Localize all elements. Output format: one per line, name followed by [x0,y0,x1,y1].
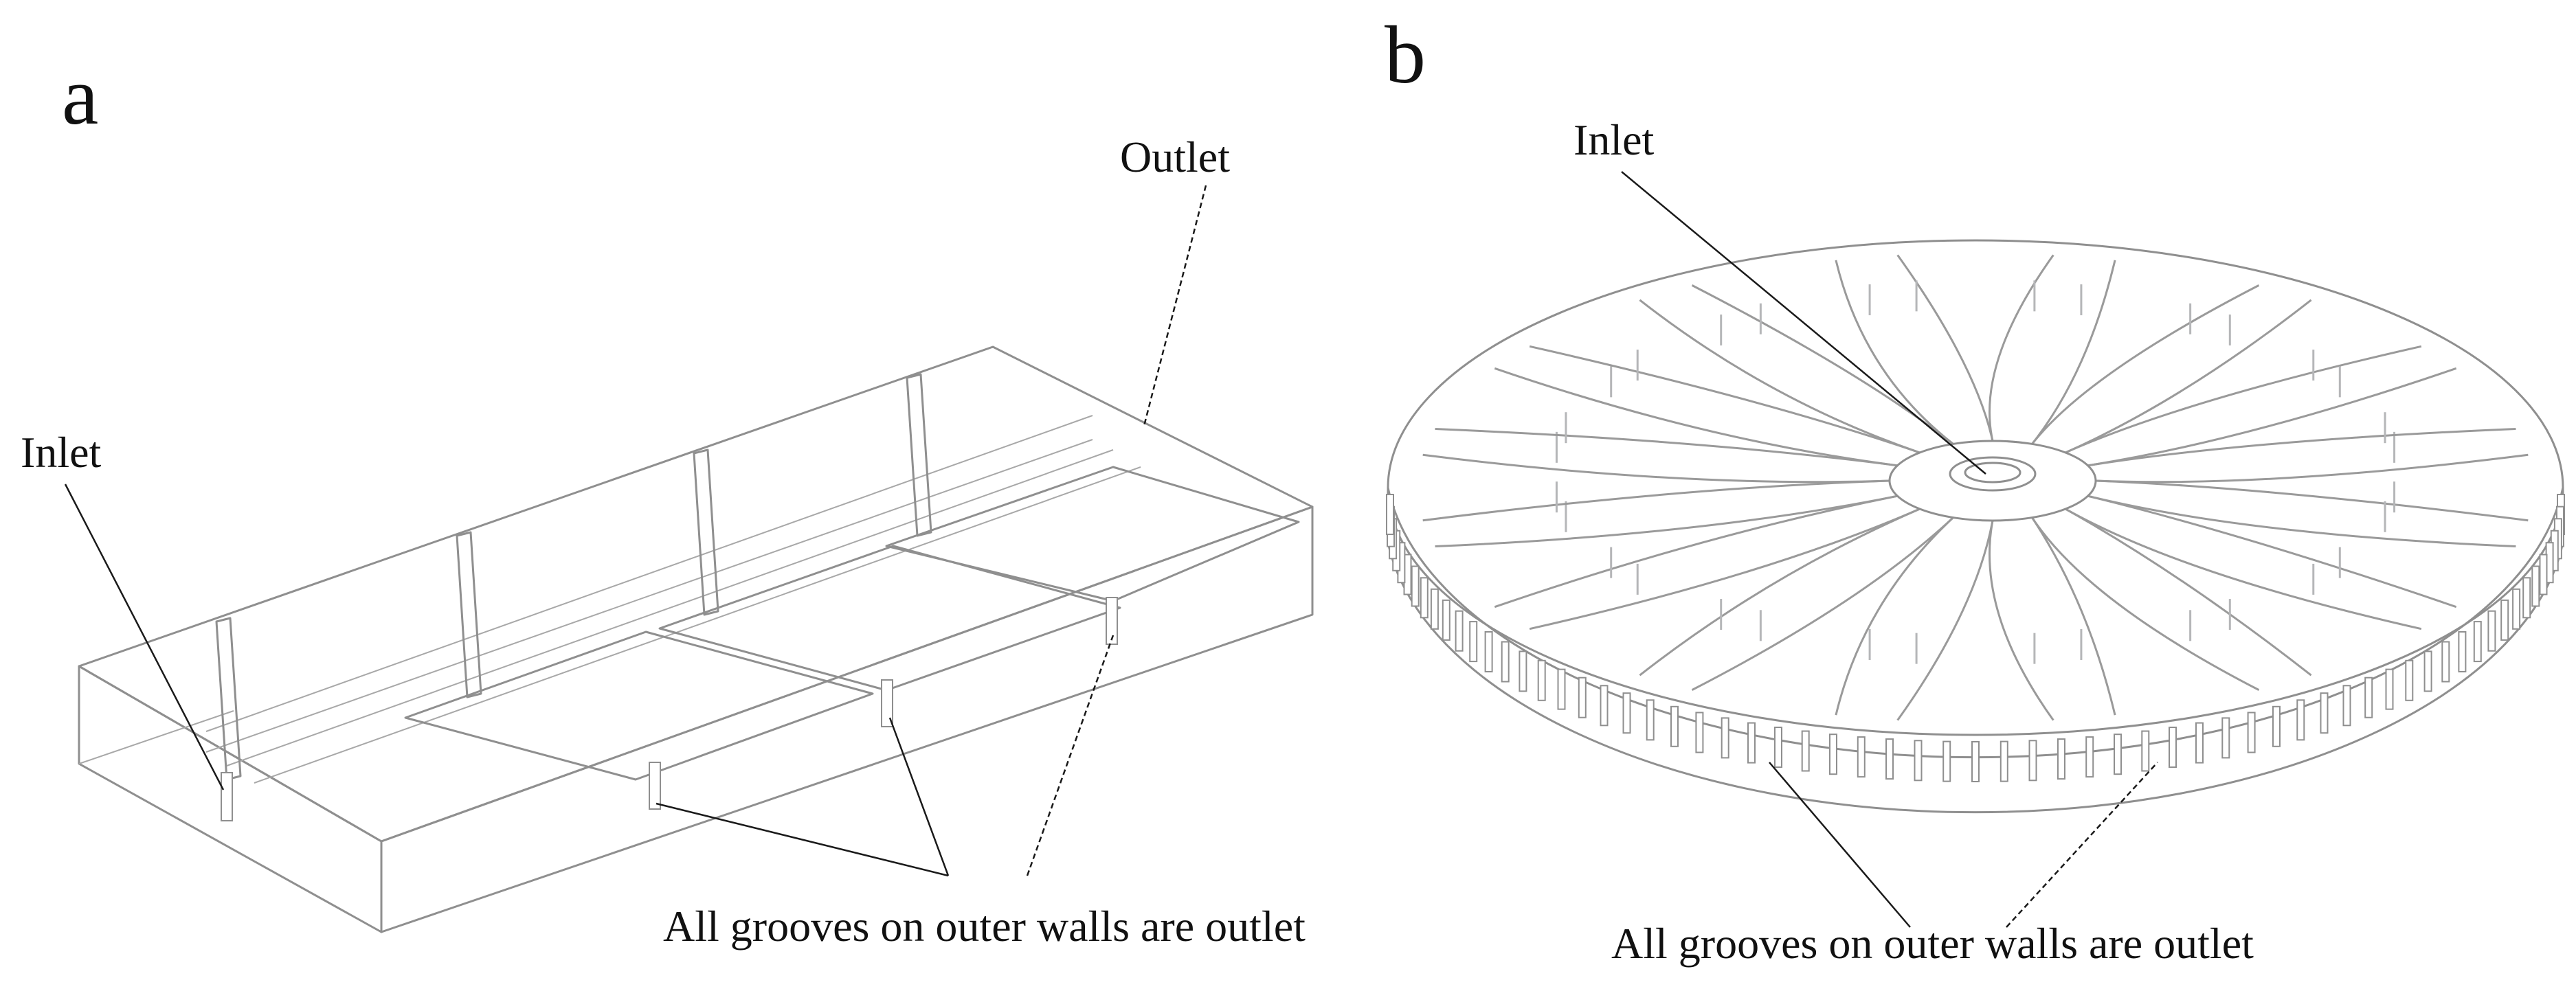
panel-b-grooves-label: All grooves on outer walls are outlet [1611,919,2254,968]
panel-a-letter: a [62,50,98,141]
panel-b-letter: b [1385,9,1426,100]
panel-a-grooves-leader-3 [1026,635,1115,876]
channel-baffles [215,373,1300,781]
radial-channels [1422,254,2529,721]
panel-a-grooves-label: All grooves on outer walls are outlet [663,902,1306,951]
panel-a-inlet-label: Inlet [21,428,102,477]
rim-grooves [1386,494,2565,782]
box-front-face [380,505,1314,933]
panel-b: b Inlet All grooves on outer walls are o… [1385,9,2565,968]
panel-b-grooves-leader-2 [2006,762,2158,928]
inlet-hub-outer [1888,440,2097,522]
panel-a: a [21,50,1314,951]
panel-a-grooves-leader-1 [656,802,949,877]
panel-b-grooves-leader-1 [1769,762,1911,928]
panel-a-outlet-leader [1143,185,1207,427]
panel-a-inlet-leader [64,484,225,791]
disc-top-face [1387,239,2564,736]
box-left-face [78,665,383,933]
disc-channel-model [1386,239,2565,814]
panel-a-outlet-label: Outlet [1120,133,1230,181]
rectangular-channel-model [78,345,1314,933]
inlet-hub-ring [1949,456,2037,492]
panel-b-inlet-leader [1621,171,1986,475]
outer-wall-grooves [221,597,1118,821]
inlet-hub-hole [1964,462,2021,484]
panel-a-grooves-leader-2 [888,717,950,876]
panel-b-inlet-label: Inlet [1573,115,1655,164]
